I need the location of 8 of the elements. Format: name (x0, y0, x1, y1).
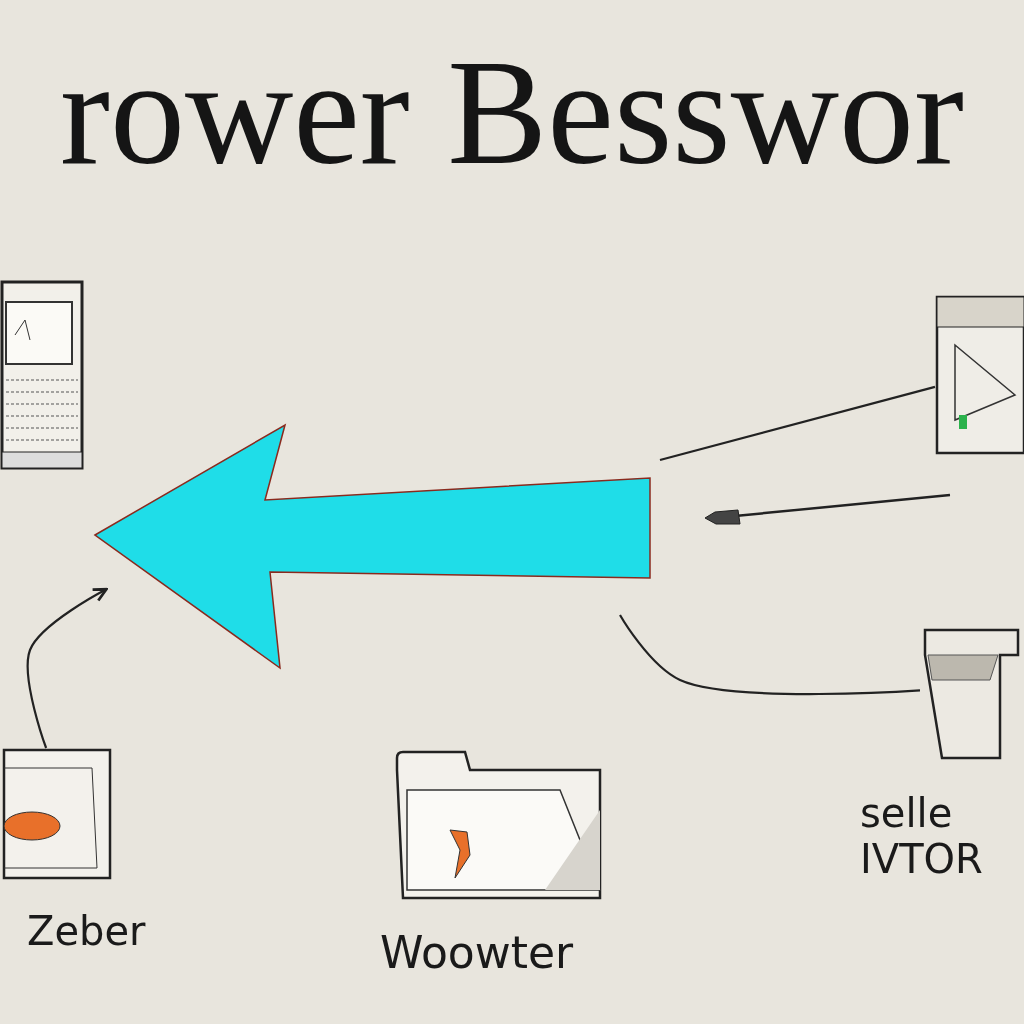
connector-line (659, 385, 936, 462)
node-caption: IVTOR (860, 836, 983, 882)
title: rower Besswor (60, 30, 964, 195)
node-caption: Zeber (27, 908, 146, 954)
node-caption: Woowter (380, 927, 574, 978)
connector-line (26, 587, 108, 749)
node-caption: selle (860, 790, 953, 836)
connector-line (619, 614, 921, 696)
